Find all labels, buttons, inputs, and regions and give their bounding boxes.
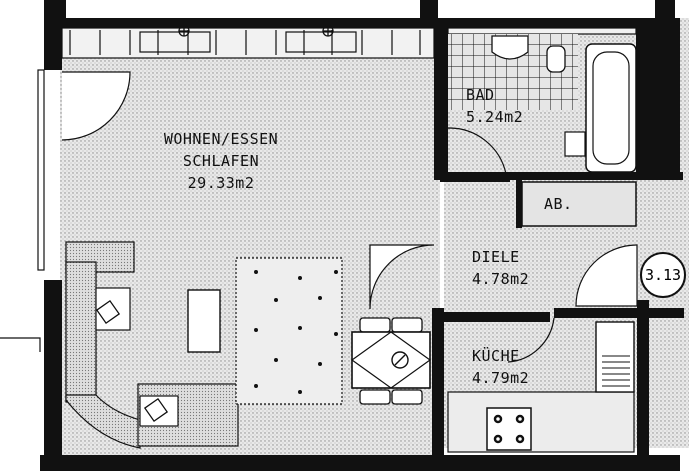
rug-dots	[254, 270, 338, 394]
walls	[40, 0, 684, 471]
door-swing-hall	[369, 244, 435, 310]
room-name: WOHNEN/ESSEN	[163, 130, 279, 148]
left-window	[37, 69, 45, 271]
unit-number-badge: 3.13	[640, 252, 686, 298]
room-area: 4.78m2	[472, 270, 530, 288]
window-row	[61, 27, 637, 59]
door-swing-kitchen	[507, 317, 555, 363]
room-area: 29.33m2	[187, 174, 255, 192]
stove-burners	[493, 414, 525, 444]
room-area: 4.79m2	[472, 369, 530, 387]
storage-room	[521, 181, 637, 227]
bathtub-inner	[592, 51, 630, 165]
unit-number: 3.13	[644, 266, 682, 284]
sink-drainboard	[602, 355, 630, 387]
room-name: AB.	[544, 195, 573, 213]
rug	[235, 257, 343, 405]
door-swing-bath	[447, 127, 507, 175]
room-name: KÜCHE	[472, 347, 520, 365]
pillow-icon	[95, 299, 169, 423]
kitchen-counter	[447, 391, 635, 453]
toilet-icon	[546, 45, 566, 73]
room-name: DIELE	[472, 248, 520, 266]
label-hall: DIELE 4.78m2	[472, 246, 529, 290]
exterior-line	[0, 337, 41, 352]
sink-icon	[595, 321, 635, 393]
label-living: WOHNEN/ESSEN SCHLAFEN 29.33m2	[146, 128, 296, 194]
table-centre-mark	[350, 331, 432, 389]
radiator-row	[69, 30, 421, 55]
label-bath: BAD 5.24m2	[466, 84, 523, 128]
label-kitchen: KÜCHE 4.79m2	[472, 345, 529, 389]
room-name: BAD	[466, 86, 495, 104]
socket-icon	[178, 25, 334, 37]
door-swing-left	[61, 71, 131, 141]
bath-cabinet	[564, 131, 586, 157]
room-name: SCHLAFEN	[182, 152, 260, 170]
room-area: 5.24m2	[466, 108, 524, 126]
lamp-icon	[391, 351, 409, 369]
stove-icon	[486, 407, 532, 451]
door-swing-entry	[575, 244, 638, 307]
coffee-table	[187, 289, 221, 353]
dining-chairs	[359, 317, 423, 405]
label-storage: AB.	[544, 193, 573, 215]
washbasin-icon	[491, 35, 529, 60]
dining-table	[351, 331, 431, 389]
